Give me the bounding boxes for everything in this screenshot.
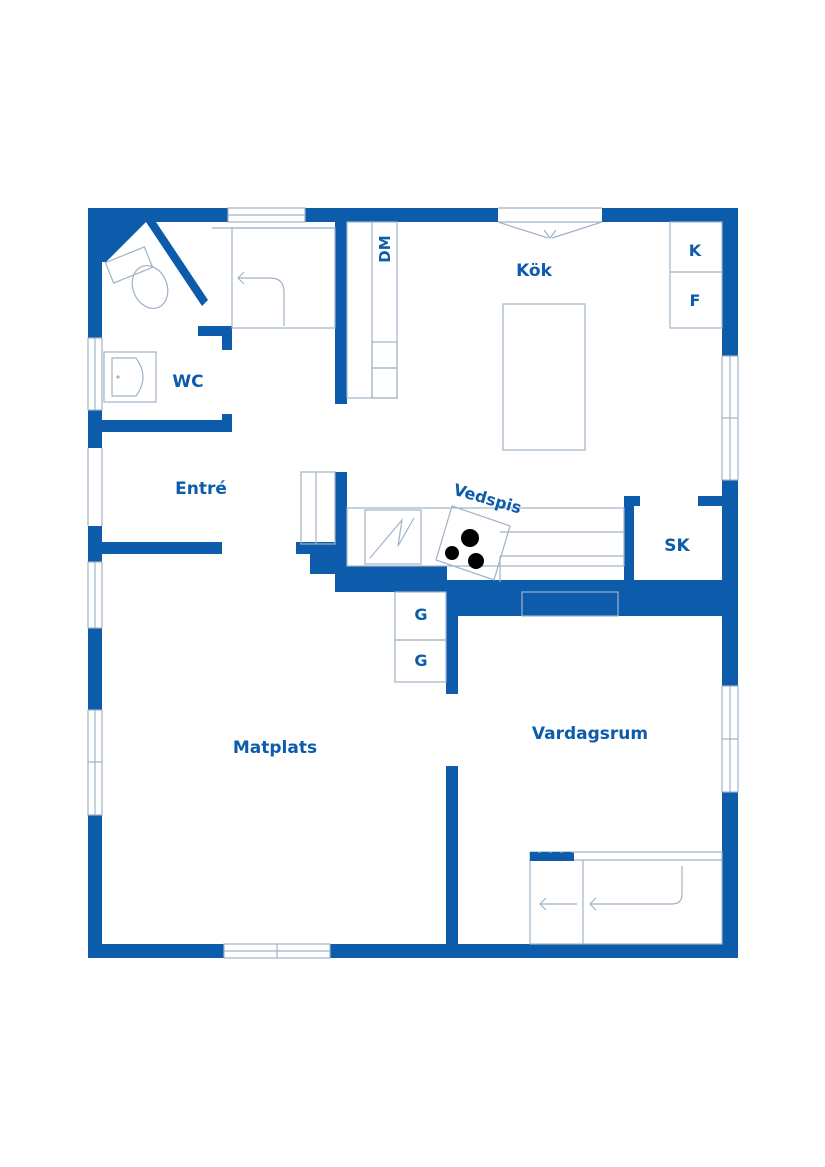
interior-walls — [102, 222, 724, 944]
label-sk: SK — [664, 536, 690, 556]
label-g-2: G — [414, 651, 427, 670]
stove-plates-icon — [435, 505, 511, 581]
label-k: K — [689, 241, 702, 260]
label-kok: Kök — [516, 261, 553, 281]
label-g-3: G — [563, 595, 576, 614]
label-dm: DM — [376, 235, 394, 262]
entrance-door — [87, 448, 103, 526]
label-g-1: G — [414, 605, 427, 624]
sink-icon — [103, 351, 157, 403]
kitchen-double-door — [497, 207, 603, 239]
outer-walls — [88, 208, 738, 958]
label-matplats: Matplats — [233, 738, 317, 758]
fireplace-icon — [364, 509, 422, 565]
label-f: F — [690, 291, 701, 310]
stair-steps — [530, 852, 571, 861]
room-labels: Kök WC Entré Matplats Vardagsrum SK — [172, 261, 690, 758]
label-wc: WC — [172, 372, 203, 392]
toilet-icon — [104, 246, 169, 309]
label-entre: Entré — [175, 479, 227, 499]
label-vardagsrum: Vardagsrum — [532, 724, 648, 744]
windows — [87, 207, 739, 959]
fixtures — [212, 221, 723, 945]
door-swing-arrow-icon — [237, 271, 285, 326]
stair-arrows-icon — [539, 897, 597, 911]
label-vedspis: Vedspis — [451, 480, 523, 518]
